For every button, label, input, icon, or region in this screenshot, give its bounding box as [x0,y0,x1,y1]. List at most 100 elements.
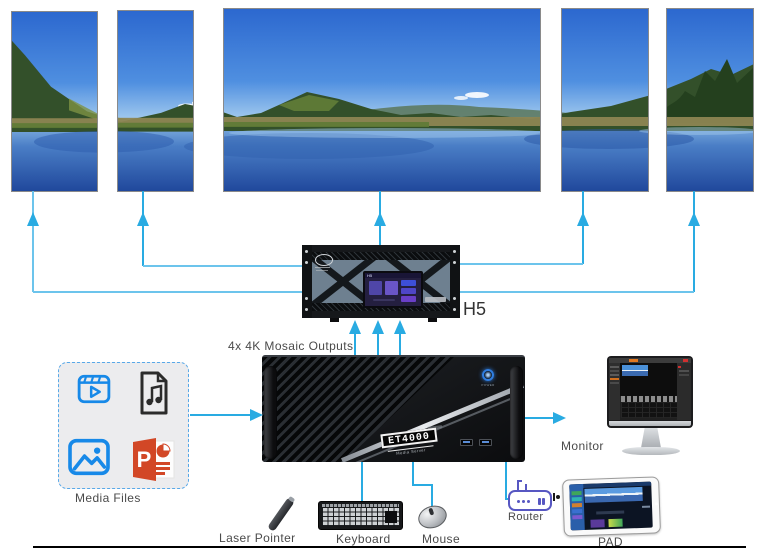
pad-ui-thumb [571,491,582,496]
logo-text-line [316,270,328,271]
wireless-connector-icon [556,495,560,499]
media-files-label: Media Files [75,491,141,505]
pad-home-button [654,502,658,506]
router-antenna [517,480,519,491]
mosaic-outputs-label: 4x 4K Mosaic Outputs [228,339,354,353]
router-led [522,500,525,503]
wire-mosaic-3 [399,330,401,355]
powerpoint-file-icon: P [133,438,175,481]
arrowhead-to-panel1 [27,212,39,226]
keyboard-label: Keyboard [336,532,391,546]
monitor-label: Monitor [561,439,604,453]
pad-ui-bottom-thumb [608,518,623,528]
ppt-letter: P [137,447,152,472]
router-label: Router [508,511,544,523]
router-led [517,500,520,503]
monitor-stand-base [622,447,680,455]
ui-orange-button [629,359,638,362]
pad-ui-controls-row [596,510,625,515]
wire-panel1-vertical [32,191,34,292]
screw-dot [453,297,456,300]
wall-panel-3 [223,8,541,192]
ui-right-panel [677,363,691,420]
wire-mosaic-1 [354,330,356,355]
ui-list-row [610,382,619,384]
pad-label: PAD [598,535,623,549]
laser-pointer-label: Laser Pointer [219,531,296,545]
wire-to-mouse-h [413,484,433,486]
power-label: POWER [481,383,495,387]
ui-list-row [610,370,619,372]
screw-dot [305,297,308,300]
media-files-box: P [58,362,189,489]
device-foot [330,318,339,322]
lake-scene [12,12,97,191]
usb-port [479,439,492,446]
ui-timeline-grid [621,403,677,418]
keyboard-black-block [385,511,397,523]
router-antenna-tip [517,480,522,482]
ui-timeline-thumbnails [621,396,677,402]
mouse-label: Mouse [422,532,461,546]
music-file-icon [140,371,168,415]
wire-panel4-vertical [582,191,584,264]
wire-panel4-horizontal [460,263,583,265]
screw-dot [305,261,308,264]
screw-dot [453,250,456,253]
wire-to-keyboard [361,462,363,502]
arrowhead-mosaic-1 [349,320,361,334]
logo-text-line [315,267,330,268]
arrowhead-mosaic-3 [394,320,406,334]
pad-ui-thumb [571,497,582,502]
arrowhead-to-panel4 [577,212,589,226]
keyboard-function-row [322,504,399,507]
h5-logo-badge [315,254,333,266]
screen-footer-bar [373,299,395,301]
arrowhead-mosaic-2 [372,320,384,334]
laser-pointer-tip [288,495,296,503]
wire-panel5-vertical [693,191,695,292]
pad-ui-thumb [572,509,583,514]
wire-panel2-horizontal [143,265,302,267]
arrowhead-to-panel2 [137,212,149,226]
device-foot [428,318,437,322]
wire-server-to-monitor [525,417,554,419]
keyboard [318,501,403,530]
h5-faceplate: H5 [312,252,450,311]
rack-ear-right [450,245,460,318]
monitor-chin [609,421,691,426]
pad-tablet [562,476,661,537]
wire-to-router-v [505,462,507,500]
rack-handle-left [264,366,277,459]
pad-ui-thumb [572,515,583,520]
arrowhead-into-server [250,409,263,421]
ui-record-button [683,359,688,362]
page-divider-rule [33,546,746,548]
arrowhead-to-panel3 [374,212,386,226]
wire-to-mouse-v1 [412,462,414,486]
h5-video-processor: H5 [302,245,460,322]
screen-tile [369,281,382,295]
mouse-scroll-wheel [428,507,435,516]
usb-tongue [482,441,489,443]
screw-dot [453,261,456,264]
ui-list-row [610,366,619,368]
h5-label: H5 [463,299,487,319]
rack-ear-left [302,245,312,318]
wall-panel-4 [561,8,649,192]
usb-tongue [463,441,470,443]
video-file-icon [77,374,111,404]
brand-wordmark [425,297,446,302]
lake-scene [667,9,753,191]
screen-tile [385,281,398,295]
rack-handle-right [510,366,523,459]
ui-panel-row [679,370,689,372]
pad-ui-meta-text [641,505,651,508]
top-hatch-band [312,252,450,260]
screw-dot [453,308,456,311]
monitor [607,356,693,428]
ui-panel-row [679,374,689,376]
screen-button [401,288,416,294]
pad-ui-bottom-thumb [590,519,605,528]
lake-scene [224,9,540,191]
